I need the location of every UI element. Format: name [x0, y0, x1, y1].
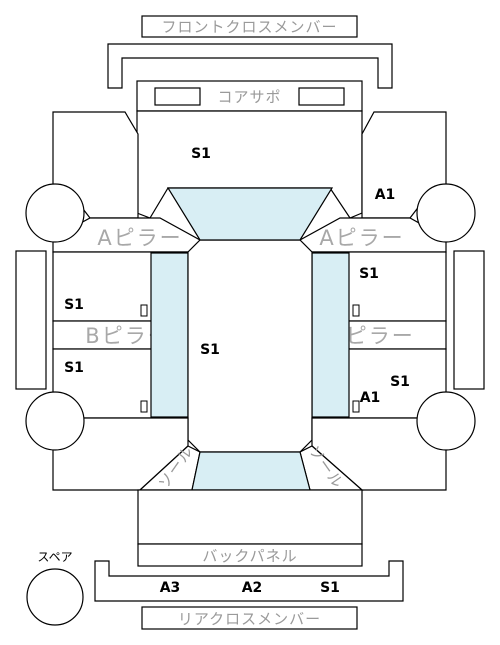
rear-bumper — [94, 560, 404, 602]
windshield — [166, 187, 334, 241]
tire-front-right — [416, 183, 476, 243]
front-bracket — [107, 43, 393, 89]
tire-rear-right — [416, 391, 476, 451]
back-panel — [137, 543, 363, 567]
trunk-lid — [137, 489, 363, 545]
front-cross-member-box — [141, 15, 358, 38]
back-panel-label: バックパネル — [202, 547, 297, 565]
code-rear-left: A3 — [160, 580, 181, 596]
spare-tire — [26, 568, 84, 626]
headlight-left — [154, 87, 201, 106]
rear-window — [191, 451, 311, 491]
front-cross-member-label: フロントクロスメンバー — [161, 18, 337, 36]
door-handle-rear-left — [140, 400, 148, 413]
code-front-door-left: S1 — [64, 297, 84, 313]
a-pillar-left-label: Aピラー — [97, 226, 182, 250]
core-support-label: コアサポ — [217, 88, 281, 106]
door-handle-front-right — [352, 304, 360, 317]
tire-front-left — [25, 183, 85, 243]
code-rear-center: A2 — [242, 580, 263, 596]
code-rear-right: S1 — [320, 580, 340, 596]
rear-cross-member-box — [141, 606, 358, 630]
code-rear-door-right: S1 — [390, 374, 410, 390]
tire-rear-left — [25, 391, 85, 451]
door-handle-front-left — [140, 304, 148, 317]
rear-cross-member-label: リアクロスメンバー — [178, 610, 321, 628]
headlight-right — [298, 87, 345, 106]
side-window-left — [150, 252, 189, 418]
side-moulding-right — [453, 250, 485, 390]
side-window-right — [311, 252, 350, 418]
side-moulding-left — [15, 250, 47, 390]
code-fender-right-front: A1 — [375, 187, 396, 203]
a-pillar-right-label: Aピラー — [319, 226, 404, 250]
code-roof: S1 — [200, 342, 220, 358]
door-handle-rear-right — [352, 400, 360, 413]
code-front-door-right: S1 — [359, 266, 379, 282]
code-quarter-right: A1 — [360, 390, 381, 406]
code-rear-door-left: S1 — [64, 360, 84, 376]
code-hood: S1 — [191, 146, 211, 162]
spare-label: スペア — [37, 550, 72, 564]
